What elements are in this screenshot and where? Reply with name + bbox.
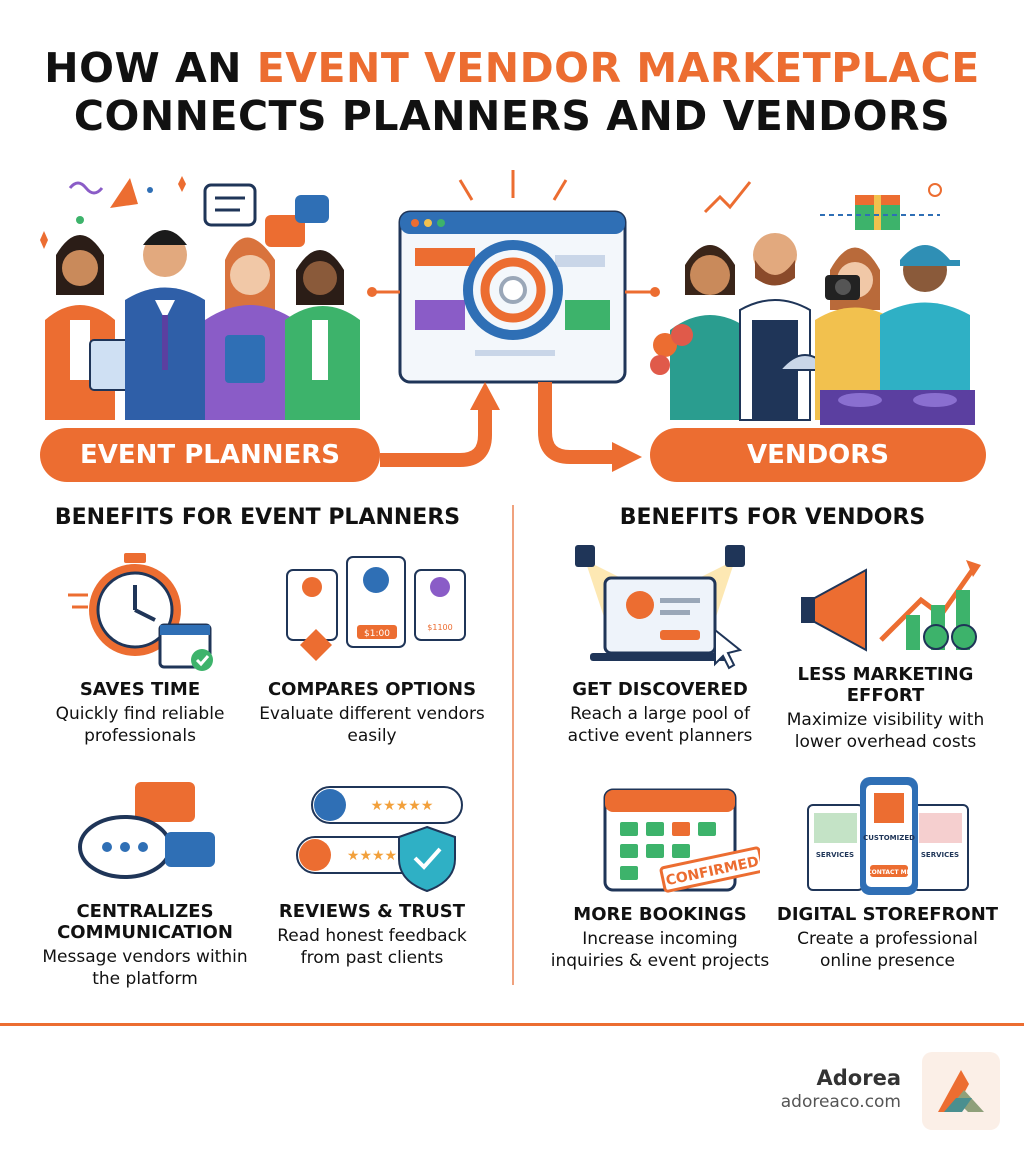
footer-divider <box>0 1023 1024 1026</box>
calendar-confirmed-icon: CONFIRMED <box>603 788 760 893</box>
benefit-description: Increase incoming inquiries & event proj… <box>550 929 770 971</box>
stopwatch-icon <box>68 553 213 671</box>
storefront-phone-icon: SERVICES SERVICES CUSTOMIZED CONTACT ME <box>806 777 969 895</box>
card-price-middle: $1:00 <box>364 629 390 639</box>
benefit-get-discovered: GET DISCOVERED Reach a large pool of act… <box>545 540 775 747</box>
benefit-title: REVIEWS & TRUST <box>278 901 466 922</box>
vendors-group-illustration <box>650 233 975 425</box>
page-title: HOW AN EVENT VENDOR MARKETPLACE CONNECTS… <box>0 44 1024 140</box>
benefit-compares-options: $1:00 $1100 COMPARES OPTIONS Evaluate di… <box>257 545 487 747</box>
benefit-digital-storefront: SERVICES SERVICES CUSTOMIZED CONTACT ME … <box>775 775 1000 972</box>
benefit-description: Quickly find reliable professionals <box>55 704 225 746</box>
spotlight-laptop-icon <box>575 545 745 670</box>
benefit-title: MORE BOOKINGS <box>573 904 747 925</box>
title-accent: EVENT VENDOR MARKETPLACE <box>256 44 980 92</box>
benefit-more-bookings: CONFIRMED MORE BOOKINGS Increase incomin… <box>545 780 775 972</box>
benefit-title: SAVES TIME <box>79 679 201 700</box>
confetti-left-icon <box>40 176 186 249</box>
benefit-description: Reach a large pool of active event plann… <box>567 704 753 746</box>
flow-arrows-icon <box>380 382 642 472</box>
benefit-title: COMPARES OPTIONS <box>267 679 477 700</box>
benefit-centralizes-communication: CENTRALIZES COMMUNICATION Message vendor… <box>30 772 260 990</box>
vendor-cards-icon: $1:00 $1100 <box>286 556 466 661</box>
benefit-description: Maximize visibility with lower overhead … <box>786 710 985 752</box>
chat-bubble-icon <box>203 183 329 247</box>
brand-logo-icon <box>922 1052 1000 1130</box>
brand-name: Adorea <box>816 1066 901 1090</box>
platform-window-illustration <box>367 170 660 384</box>
event-planners-label: EVENT PLANNERS <box>80 440 340 470</box>
benefit-saves-time: SAVES TIME Quickly find reliable profess… <box>25 545 255 747</box>
benefit-title: DIGITAL STOREFRONT <box>776 904 999 925</box>
vendors-benefits-heading: BENEFITS FOR VENDORS <box>619 505 926 530</box>
benefit-description: Create a professional online presence <box>797 929 978 971</box>
benefit-description: Evaluate different vendors easily <box>259 704 485 746</box>
planners-group-illustration <box>45 230 360 420</box>
benefit-title: GET DISCOVERED <box>572 679 748 700</box>
chat-bubbles-icon <box>78 782 215 879</box>
storefront-right-label: SERVICES <box>920 851 958 859</box>
title-line2: CONNECTS PLANNERS AND VENDORS <box>73 92 951 140</box>
confetti-right-icon <box>703 181 942 230</box>
vendors-pill: VENDORS <box>650 428 986 482</box>
storefront-left-label: SERVICES <box>815 851 853 859</box>
benefit-title: LESS MARKETING EFFORT <box>797 664 974 706</box>
benefit-title: CENTRALIZES COMMUNICATION <box>57 901 233 943</box>
brand-url: adoreaco.com <box>780 1092 901 1112</box>
card-price-right: $1100 <box>427 623 452 632</box>
contact-me-button: CONTACT ME <box>867 869 910 876</box>
planners-benefits-heading: BENEFITS FOR EVENT PLANNERS <box>54 505 461 530</box>
storefront-center-label: CUSTOMIZED <box>863 834 915 842</box>
svg-text:★★★★: ★★★★ <box>347 848 397 864</box>
svg-text:★★★★★: ★★★★★ <box>371 798 434 814</box>
hero-illustration <box>0 160 1024 490</box>
event-planners-pill: EVENT PLANNERS <box>40 428 380 482</box>
benefit-description: Message vendors within the platform <box>42 947 248 989</box>
brand-block: Adorea adoreaco.com <box>781 1066 901 1112</box>
benefit-description: Read honest feedback from past clients <box>277 926 467 968</box>
reviews-shield-icon: ★★★★★ ★★★★ <box>296 786 463 893</box>
column-divider <box>512 505 514 985</box>
megaphone-growth-icon <box>800 560 981 652</box>
benefit-reviews-trust: ★★★★★ ★★★★ REVIEWS & TRUST Read honest f… <box>257 772 487 969</box>
title-prefix: HOW AN <box>44 44 257 92</box>
benefit-less-marketing-effort: LESS MARKETING EFFORT Maximize visibilit… <box>773 545 998 753</box>
vendors-label: VENDORS <box>746 440 890 470</box>
connection-diagram <box>40 170 975 472</box>
